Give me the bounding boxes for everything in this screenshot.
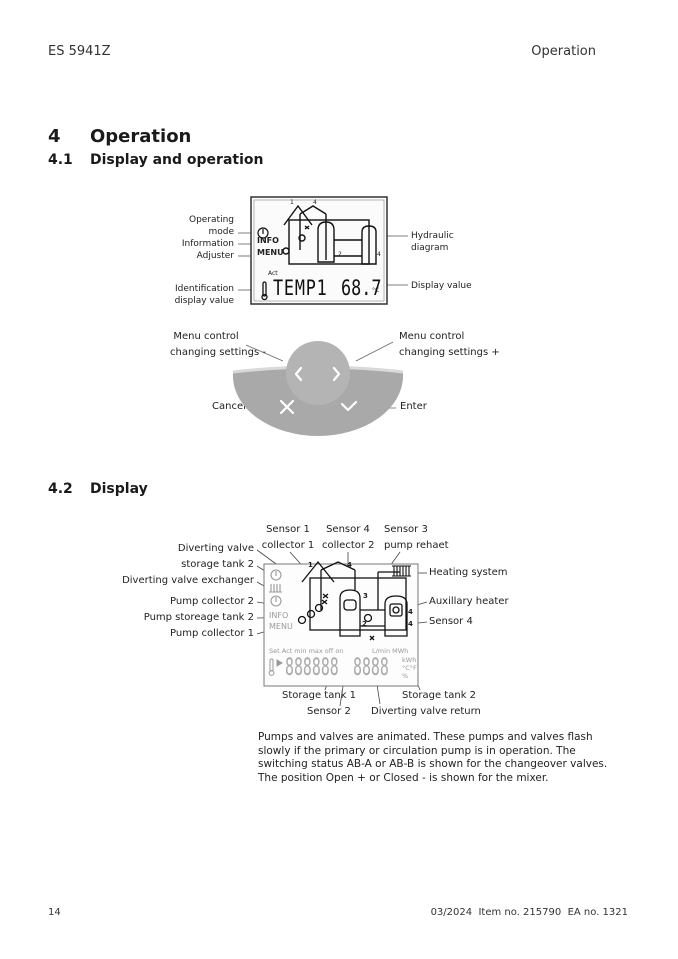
lcd2-num-4c: 4 <box>408 620 413 628</box>
label-pump-collector1: Pump collector 1 <box>170 628 254 639</box>
label-menu-plus: Menu control <box>399 331 465 342</box>
lcd2-num-4b: 4 <box>408 608 413 616</box>
lcd2-status-row: Set Act min max off on <box>269 647 344 655</box>
label-sensor1-line1: Sensor 1 <box>266 524 310 535</box>
label-pump-collector2: Pump collector 2 <box>170 596 254 607</box>
chevron-right-icon <box>332 366 341 382</box>
lcd2-num-3: 3 <box>363 592 368 600</box>
label-operating-mode: Operating mode <box>160 214 234 238</box>
label-menu-plus-line2: changing settings + <box>399 347 500 358</box>
footer-item-info: 03/2024 Item no. 215790 EA no. 1321 <box>430 907 628 918</box>
lcd1-num-1: 1 <box>290 199 294 206</box>
header-doc-id: ES 5941Z <box>48 44 111 59</box>
lcd2-segments-left: 888888 <box>285 653 339 681</box>
subsection-1-number: 4.1 <box>48 152 73 168</box>
label-hydraulic-diagram: Hydraulic diagram <box>411 230 454 254</box>
label-hydraulic-line1: Hydraulic <box>411 231 454 241</box>
lcd2-info: INFO <box>269 611 289 620</box>
label-menu-minus-line1: Menu control <box>173 331 239 342</box>
lcd2-menu: MENU <box>269 622 293 631</box>
label-sensor1-line2: collector 1 <box>261 540 315 551</box>
section-number: 4 <box>48 126 61 147</box>
label-operating-mode-line2: mode <box>208 227 234 237</box>
label-sensor3-line2: pump rehaet <box>384 540 449 551</box>
lcd1-value: 68.7 <box>341 276 382 300</box>
label-menu-minus: Menu control <box>170 329 242 345</box>
label-heating-system: Heating system <box>429 567 508 578</box>
label-sensor1: Sensor 1 collector 1 <box>258 522 318 554</box>
label-identification-line2: display value <box>174 296 234 306</box>
lcd2-num-1: 1 <box>308 561 313 569</box>
label-display-value: Display value <box>411 281 472 291</box>
label-sensor3: Sensor 3 pump rehaet <box>384 522 449 554</box>
label-storage1: Storage tank 1 <box>282 690 357 701</box>
subsection-2-number: 4.2 <box>48 481 73 497</box>
label-sensor4-line1: Sensor 4 <box>326 524 370 535</box>
footer-page-number: 14 <box>48 907 61 918</box>
lcd1-menu: MENU <box>257 248 284 257</box>
label-div-valve-storage: Diverting valve <box>177 543 254 554</box>
label-storage2: Storage tank 2 <box>402 690 477 701</box>
chevron-down-icon <box>340 400 358 412</box>
subsection-2-title: Display <box>90 481 148 497</box>
label-sensor4: Sensor 4 collector 2 <box>322 522 375 554</box>
label-operating-mode-line1: Operating <box>189 215 234 225</box>
lcd2-num-4: 4 <box>347 561 352 569</box>
subsection-1-title: Display and operation <box>90 152 264 168</box>
label-aux-heater: Auxillary heater <box>429 596 509 607</box>
chevron-left-icon <box>294 366 303 382</box>
lcd1-act: Act <box>268 270 278 277</box>
lcd1-num-4: 4 <box>313 199 317 206</box>
label-menu-minus-line2: changing settings - <box>170 347 266 358</box>
label-adjuster: Adjuster <box>196 251 234 261</box>
label-enter: Enter <box>400 401 427 412</box>
description-paragraph: Pumps and valves are animated. These pum… <box>258 731 608 784</box>
label-identification: Identification display value <box>150 283 234 307</box>
label-sensor2: Sensor 2 <box>307 706 351 717</box>
close-icon <box>279 399 295 415</box>
label-identification-line1: Identification <box>174 284 234 294</box>
header-section: Operation <box>531 44 596 59</box>
label-div-valve-storage-2: storage tank 2 <box>181 559 254 570</box>
lcd1-unit: °C <box>372 287 380 294</box>
lcd2-unit-pct: % <box>402 672 409 680</box>
label-hydraulic-line2: diagram <box>411 243 449 253</box>
lcd2-segments-right: 8888 <box>353 653 389 681</box>
lcd1-num-4b: 4 <box>377 251 381 258</box>
label-sensor3-line1: Sensor 3 <box>384 524 428 535</box>
lcd1-num-2: 2 <box>338 251 342 258</box>
label-pump-storage2: Pump storeage tank 2 <box>143 612 254 623</box>
label-sensor4-line2: collector 2 <box>322 540 375 551</box>
lcd2-units-row: L/min MWh <box>372 647 409 655</box>
lcd2-num-2: 2 <box>362 620 367 628</box>
lcd2-unit-kwh: kWh <box>402 656 417 664</box>
label-div-valve-return: Diverting valve return <box>371 706 481 717</box>
label-information: Information <box>181 239 234 249</box>
lcd2-unit-c: °C°F <box>402 664 417 672</box>
label-div-valve-exchanger: Diverting valve exchanger <box>122 575 254 586</box>
lcd1-info: INFO <box>257 236 279 245</box>
lcd1-text-temp: TEMP1 <box>273 276 328 300</box>
label-cancel: Cancel <box>212 401 246 412</box>
section-title: Operation <box>90 126 192 147</box>
label-sensor4b: Sensor 4 <box>429 616 473 627</box>
